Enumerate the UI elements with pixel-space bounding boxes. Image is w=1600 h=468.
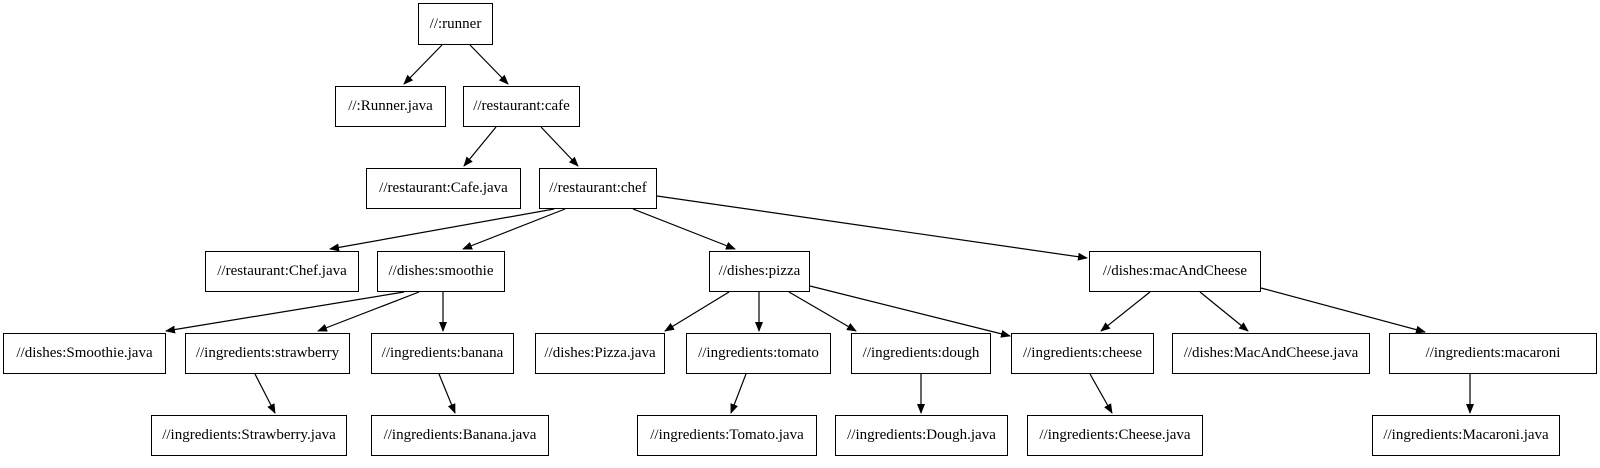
graph-edge-restaurant_chef-to-dishes_pizza [632, 208, 736, 250]
graph-node-label: //ingredients:strawberry [195, 345, 340, 361]
graph-node-ing_strawberry[interactable]: //ingredients:strawberry [185, 333, 350, 374]
graph-node-ing_tomato[interactable]: //ingredients:tomato [686, 333, 831, 374]
graph-node-label: //restaurant:Cafe.java [379, 180, 508, 196]
graph-edge-runner-to-restaurant_cafe [469, 44, 509, 85]
graph-edge-dishes_macandcheese-to-ing_macaroni [1260, 287, 1426, 334]
graph-node-label: //ingredients:Banana.java [383, 427, 537, 443]
graph-node-label: //dishes:MacAndCheese.java [1183, 345, 1359, 361]
graph-node-restaurant_chef_java[interactable]: //restaurant:Chef.java [205, 251, 359, 292]
graph-edge-ing_strawberry-to-ing_strawberry_java [254, 373, 276, 414]
graph-node-dishes_macandcheese[interactable]: //dishes:macAndCheese [1089, 251, 1261, 292]
graph-edge-restaurant_chef-to-dishes_macandcheese [656, 195, 1088, 261]
graph-node-label: //ingredients:Cheese.java [1039, 427, 1191, 443]
graph-node-ing_banana_java[interactable]: //ingredients:Banana.java [371, 415, 549, 456]
graph-node-restaurant_chef[interactable]: //restaurant:chef [539, 168, 657, 209]
graph-edge-restaurant_cafe-to-restaurant_chef [540, 126, 579, 167]
graph-node-ing_tomato_java[interactable]: //ingredients:Tomato.java [637, 415, 817, 456]
graph-edge-dishes_smoothie-to-dishes_smoothie_java [165, 291, 405, 334]
graph-node-label: //ingredients:dough [862, 345, 980, 361]
graph-node-ing_dough_java[interactable]: //ingredients:Dough.java [835, 415, 1008, 456]
graph-node-label: //ingredients:macaroni [1425, 345, 1561, 361]
graph-edge-restaurant_chef-to-restaurant_chef_java [329, 208, 555, 252]
graph-node-label: //:Runner.java [348, 98, 433, 114]
graph-edge-dishes_macandcheese-to-dishes_macandcheese_java [1199, 291, 1249, 332]
graph-edge-runner-to-runner_java [403, 44, 443, 85]
graph-node-ing_strawberry_java[interactable]: //ingredients:Strawberry.java [151, 415, 347, 456]
graph-node-label: //ingredients:Strawberry.java [162, 427, 336, 443]
graph-node-label: //dishes:Pizza.java [544, 345, 656, 361]
graph-node-label: //dishes:pizza [718, 263, 801, 279]
graph-edge-ing_banana-to-ing_banana_java [438, 373, 456, 414]
graph-node-ing_dough[interactable]: //ingredients:dough [851, 333, 991, 374]
graph-node-dishes_smoothie_java[interactable]: //dishes:Smoothie.java [3, 333, 166, 374]
graph-edge-dishes_macandcheese-to-ing_cheese [1100, 291, 1151, 332]
graph-node-label: //dishes:macAndCheese [1102, 263, 1248, 279]
graph-node-label: //restaurant:Chef.java [217, 263, 347, 279]
graph-node-ing_macaroni_java[interactable]: //ingredients:Macaroni.java [1372, 415, 1560, 456]
graph-node-label: //ingredients:Macaroni.java [1383, 427, 1549, 443]
graph-node-dishes_pizza[interactable]: //dishes:pizza [709, 251, 810, 292]
graph-node-ing_macaroni[interactable]: //ingredients:macaroni [1389, 333, 1597, 374]
graph-node-ing_cheese[interactable]: //ingredients:cheese [1011, 333, 1154, 374]
graph-edge-dishes_pizza-to-ing_dough [788, 291, 857, 332]
graph-node-restaurant_cafe_java[interactable]: //restaurant:Cafe.java [366, 168, 521, 209]
graph-edge-restaurant_cafe-to-restaurant_cafe_java [463, 126, 497, 167]
graph-edge-dishes_smoothie-to-ing_strawberry [317, 291, 420, 332]
graph-node-label: //ingredients:Dough.java [847, 427, 996, 443]
graph-node-ing_cheese_java[interactable]: //ingredients:Cheese.java [1027, 415, 1203, 456]
graph-edge-restaurant_chef-to-dishes_smoothie [462, 208, 566, 250]
graph-edge-dishes_pizza-to-ing_cheese [809, 285, 1011, 338]
graph-node-label: //dishes:smoothie [388, 263, 494, 279]
graph-node-label: //restaurant:cafe [473, 98, 570, 114]
graph-node-label: //restaurant:chef [549, 180, 647, 196]
graph-edge-ing_tomato-to-ing_tomato_java [730, 373, 747, 414]
graph-node-label: //ingredients:Tomato.java [650, 427, 804, 443]
graph-edge-ing_cheese-to-ing_cheese_java [1089, 373, 1113, 414]
graph-node-runner_java[interactable]: //:Runner.java [335, 86, 446, 127]
graph-node-dishes_pizza_java[interactable]: //dishes:Pizza.java [535, 333, 665, 374]
graph-node-label: //ingredients:cheese [1022, 345, 1143, 361]
graph-node-dishes_macandcheese_java[interactable]: //dishes:MacAndCheese.java [1172, 333, 1370, 374]
graph-node-label: //dishes:Smoothie.java [16, 345, 153, 361]
graph-node-label: //ingredients:banana [381, 345, 504, 361]
graph-node-restaurant_cafe[interactable]: //restaurant:cafe [463, 86, 580, 127]
graph-edge-dishes_pizza-to-dishes_pizza_java [664, 291, 730, 332]
graph-node-label: //ingredients:tomato [698, 345, 819, 361]
graph-node-dishes_smoothie[interactable]: //dishes:smoothie [377, 251, 505, 292]
graph-node-label: //:runner [429, 15, 482, 32]
graph-node-ing_banana[interactable]: //ingredients:banana [371, 333, 514, 374]
graph-node-runner[interactable]: //:runner [418, 3, 493, 45]
